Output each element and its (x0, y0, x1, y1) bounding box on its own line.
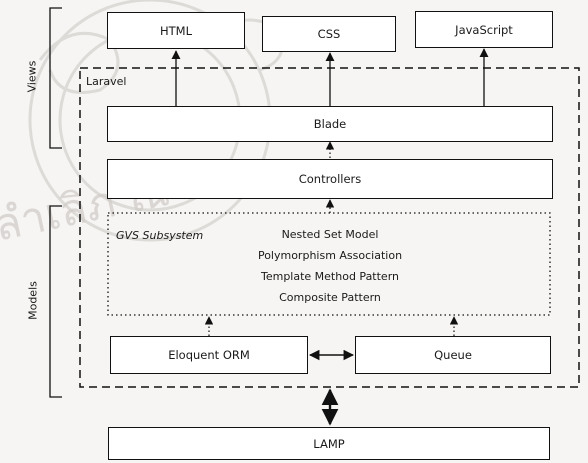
views-label: Views (25, 60, 39, 93)
lamp-box: LAMP (108, 427, 550, 460)
javascript-box: JavaScript (415, 11, 553, 48)
gvs-line-template-method: Template Method Pattern (260, 270, 399, 283)
laravel-label: Laravel (86, 75, 127, 88)
blade-box: Blade (107, 106, 553, 142)
css-box: CSS (262, 16, 396, 52)
models-label: Models (26, 281, 40, 320)
gvs-line-polymorphism: Polymorphism Association (257, 249, 403, 262)
gvs-subsystem-title: GVS Subsystem (116, 229, 204, 242)
gvs-line-composite: Composite Pattern (279, 291, 381, 304)
controllers-box: Controllers (107, 159, 553, 199)
html-box: HTML (107, 12, 245, 49)
gvs-line-nested-set: Nested Set Model (281, 228, 379, 241)
eloquent-orm-box: Eloquent ORM (110, 336, 308, 374)
queue-box: Queue (355, 336, 551, 374)
